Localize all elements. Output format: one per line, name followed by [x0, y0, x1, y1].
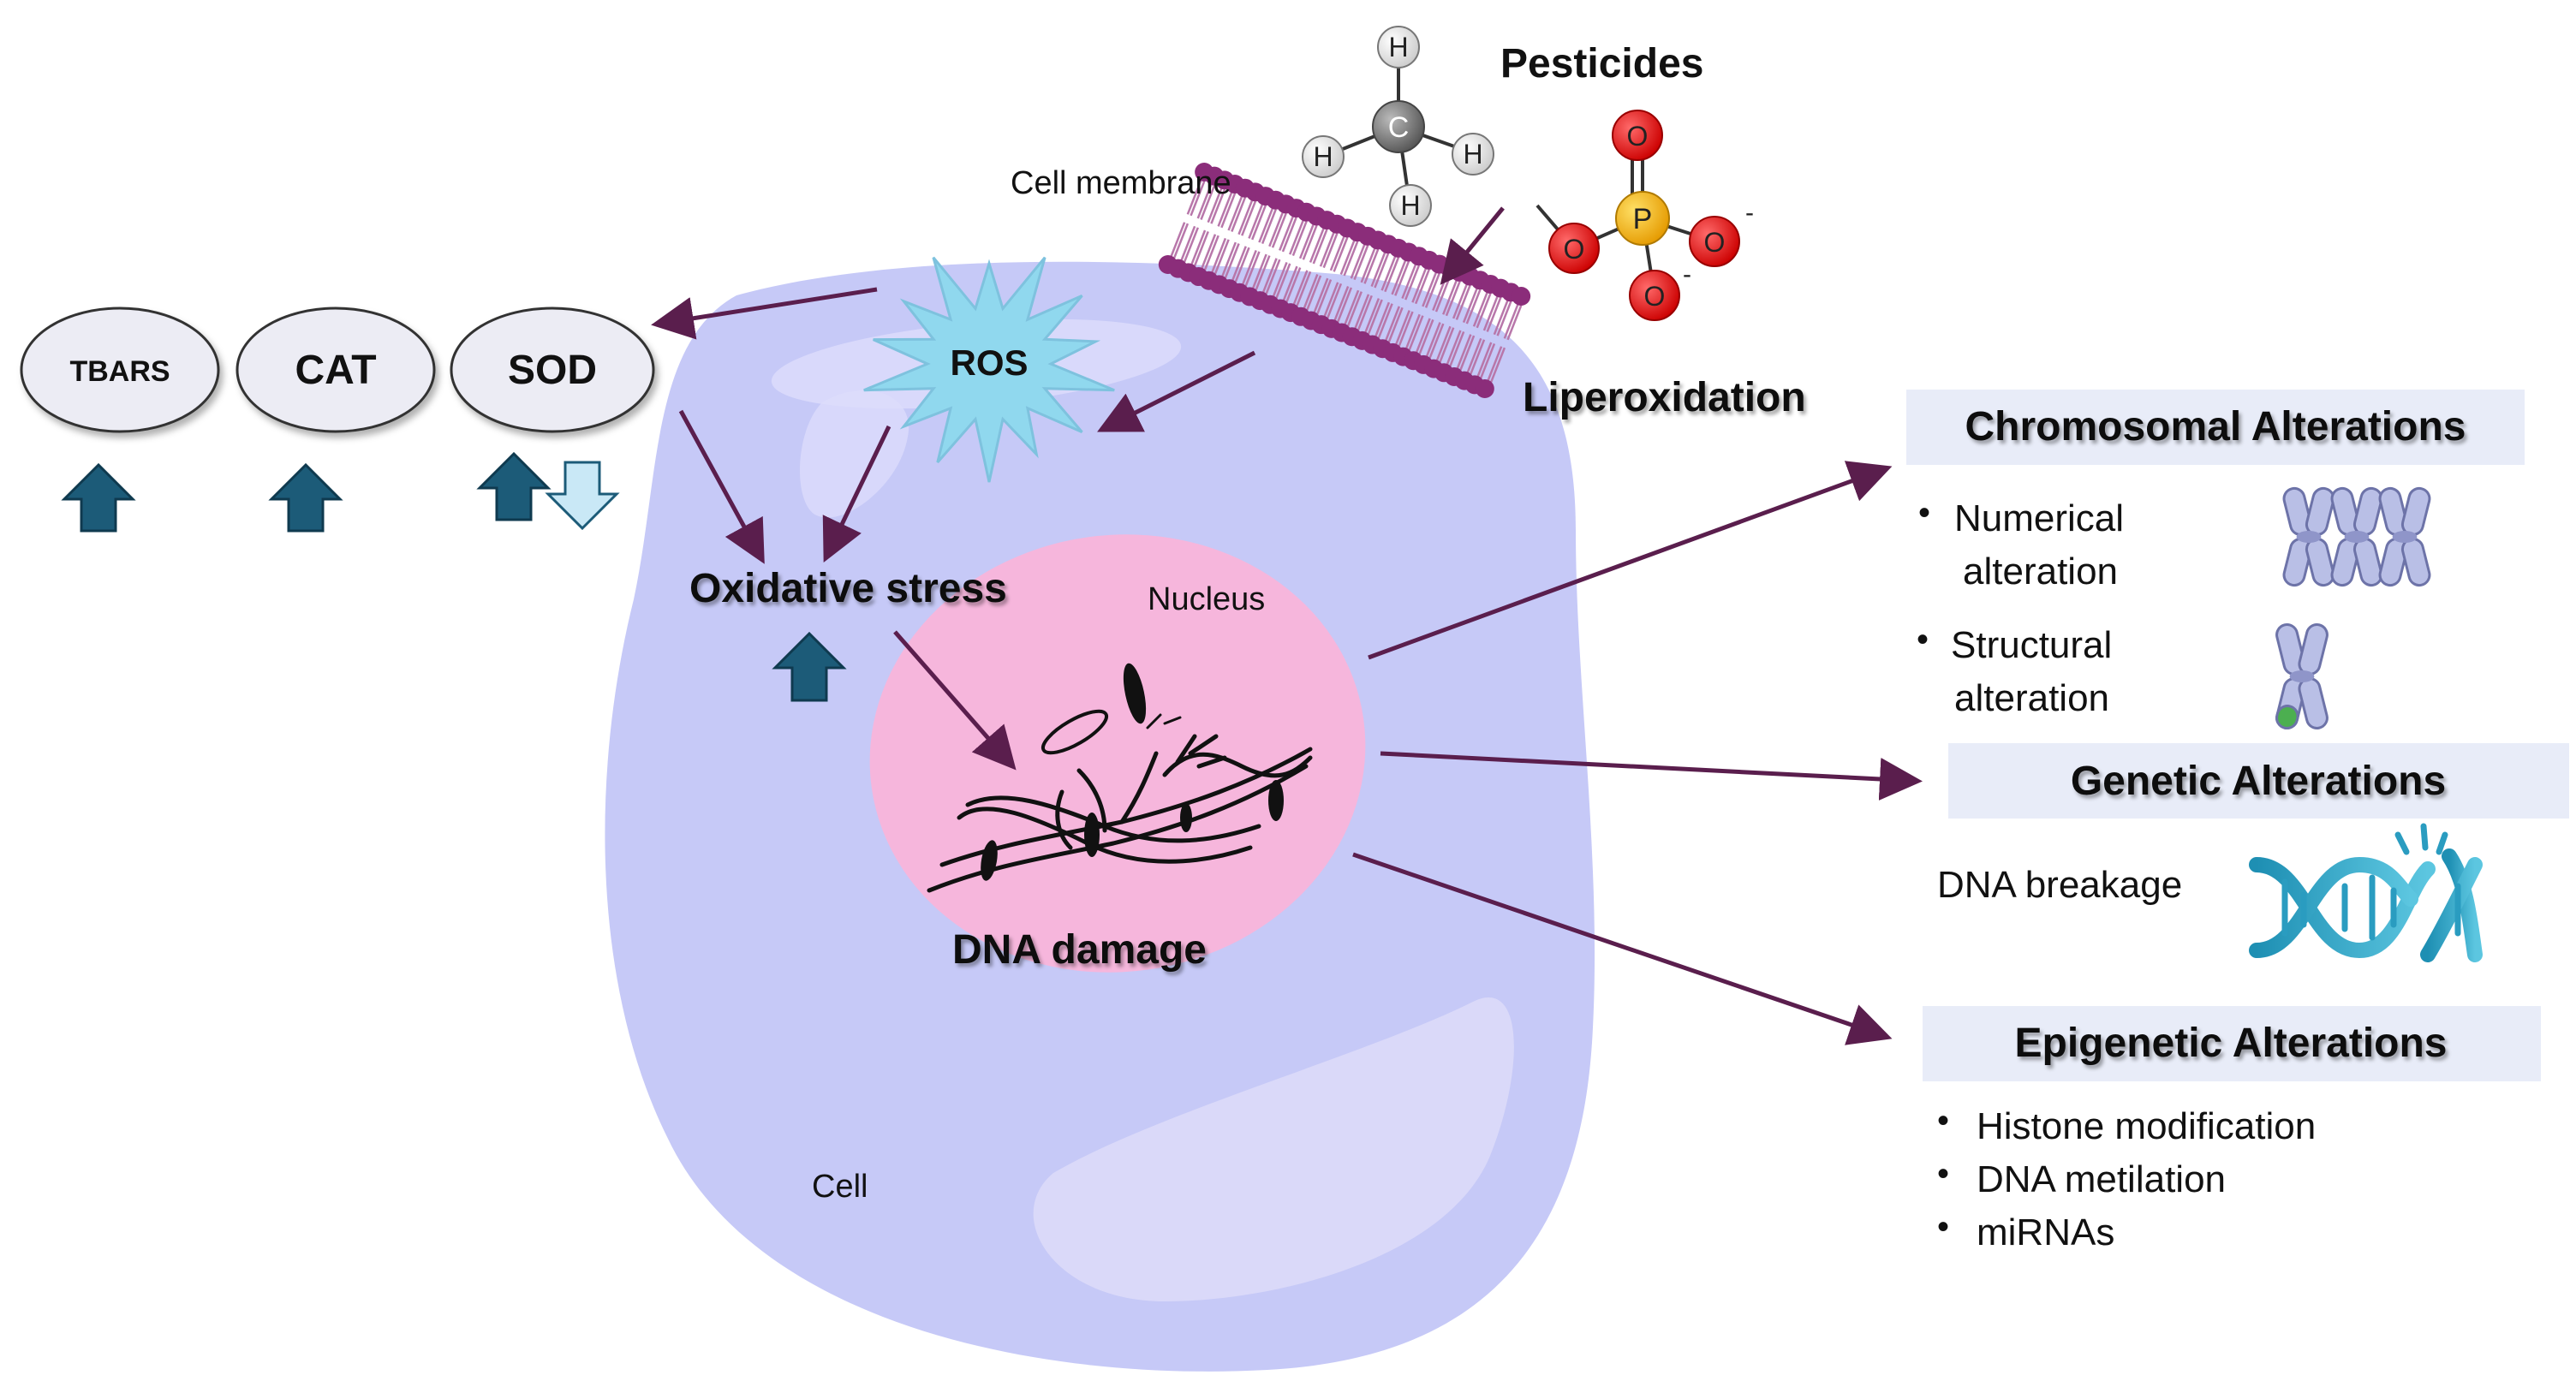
phosphate-o-left: O — [1564, 234, 1585, 265]
methyl-h-right: H — [1463, 139, 1482, 170]
epigenetic-item-mirnas: miRNAs — [1977, 1211, 2114, 1253]
methyl-h-bottom: H — [1400, 190, 1420, 221]
cell-membrane-bilayer — [1158, 162, 1531, 399]
genetic-alterations-panel: Genetic Alterations DNA breakage — [1937, 743, 2569, 906]
structural-line2: alteration — [1954, 677, 2109, 719]
ros-starburst — [863, 256, 1115, 483]
methyl-h-left: H — [1313, 141, 1333, 172]
sod-up-arrow-icon — [476, 451, 552, 521]
arrow-ros-to-oxstress — [822, 425, 891, 563]
ros-label: ROS — [950, 342, 1028, 383]
arrow-membrane-to-ros — [1097, 350, 1256, 432]
epigenetic-title: Epigenetic Alterations — [2015, 1021, 2448, 1066]
arrow-to-epigenetic — [1352, 852, 1893, 1045]
structural-line1: Structural — [1951, 624, 2112, 666]
methyl-center-atom: C — [1388, 111, 1410, 144]
numerical-line2: alteration — [1963, 551, 2118, 592]
phosphate-charge-right: - — [1745, 199, 1754, 227]
numerical-line1: Numerical — [1954, 497, 2124, 539]
arrow-sod-to-oxstress — [678, 409, 765, 564]
tbars-up-arrow-icon — [61, 462, 136, 533]
genetic-title: Genetic Alterations — [2071, 759, 2446, 804]
oxstress-up-arrow-icon — [772, 631, 847, 702]
oxidative-stress-label: Oxidative stress — [689, 566, 1007, 611]
arrow-pesticide-to-membrane — [1440, 206, 1505, 285]
phosphate-center-atom: P — [1633, 203, 1653, 235]
pesticides-label: Pesticides — [1500, 41, 1703, 86]
cell-label: Cell — [812, 1169, 868, 1205]
bullet: • — [1918, 494, 1930, 532]
phosphate-o-right: O — [1704, 227, 1726, 258]
cell-highlight-bottom — [1033, 997, 1514, 1301]
arrow-oxstress-to-dna — [893, 630, 1017, 771]
bullet: • — [1937, 1208, 1949, 1246]
epigenetic-item-dna-metilation: DNA metilation — [1977, 1158, 2226, 1200]
cat-up-arrow-icon — [268, 462, 343, 533]
arrow-ros-to-markers — [651, 287, 878, 340]
marker-tbars-label: TBARS — [69, 355, 170, 388]
marker-tbars: TBARS — [20, 307, 220, 433]
arrow-to-genetic — [1380, 751, 1923, 801]
dna-breakage-icon — [2249, 823, 2483, 962]
cell-highlight-left — [799, 390, 909, 518]
bullet: • — [1937, 1155, 1949, 1193]
nucleus-label: Nucleus — [1148, 581, 1265, 617]
dna-lesion-marks — [981, 663, 1284, 881]
phosphate-molecule-icon: P O O O O - - — [1535, 110, 1754, 321]
damaged-dna-icon — [927, 709, 1313, 893]
cell-membrane-label: Cell membrane — [1011, 165, 1231, 201]
phosphate-o-bottom: O — [1644, 281, 1666, 312]
bullet: • — [1917, 621, 1929, 658]
arrow-to-chromosomal — [1368, 461, 1893, 660]
dna-breakage-label: DNA breakage — [1937, 864, 2182, 906]
bullet: • — [1937, 1102, 1949, 1140]
dna-damage-label: DNA damage — [952, 927, 1207, 973]
phosphate-o-top: O — [1627, 121, 1649, 152]
chromosomal-alterations-panel: Chromosomal Alterations • Numerical alte… — [1906, 390, 2525, 719]
epigenetic-alterations-panel: Epigenetic Alterations • Histone modific… — [1923, 1006, 2541, 1253]
trend-arrows — [61, 451, 847, 702]
marker-cat: CAT — [236, 307, 436, 433]
epigenetic-item-histone: Histone modification — [1977, 1105, 2316, 1147]
liperoxidation-label: Liperoxidation — [1523, 375, 1806, 420]
structural-chromosome-icon — [2275, 623, 2329, 729]
chromosome-set-icon — [2282, 486, 2431, 587]
methyl-molecule-icon: C H H H H — [1302, 26, 1494, 227]
flow-arrows — [651, 206, 1923, 1045]
marker-sod: SOD — [450, 307, 655, 433]
sod-down-arrow-icon — [545, 461, 620, 531]
phosphate-charge-bottom: - — [1683, 260, 1691, 289]
chromosomal-title: Chromosomal Alterations — [1965, 404, 2466, 449]
methyl-h-top: H — [1388, 32, 1408, 63]
marker-cat-label: CAT — [295, 348, 376, 393]
marker-sod-label: SOD — [508, 348, 597, 393]
